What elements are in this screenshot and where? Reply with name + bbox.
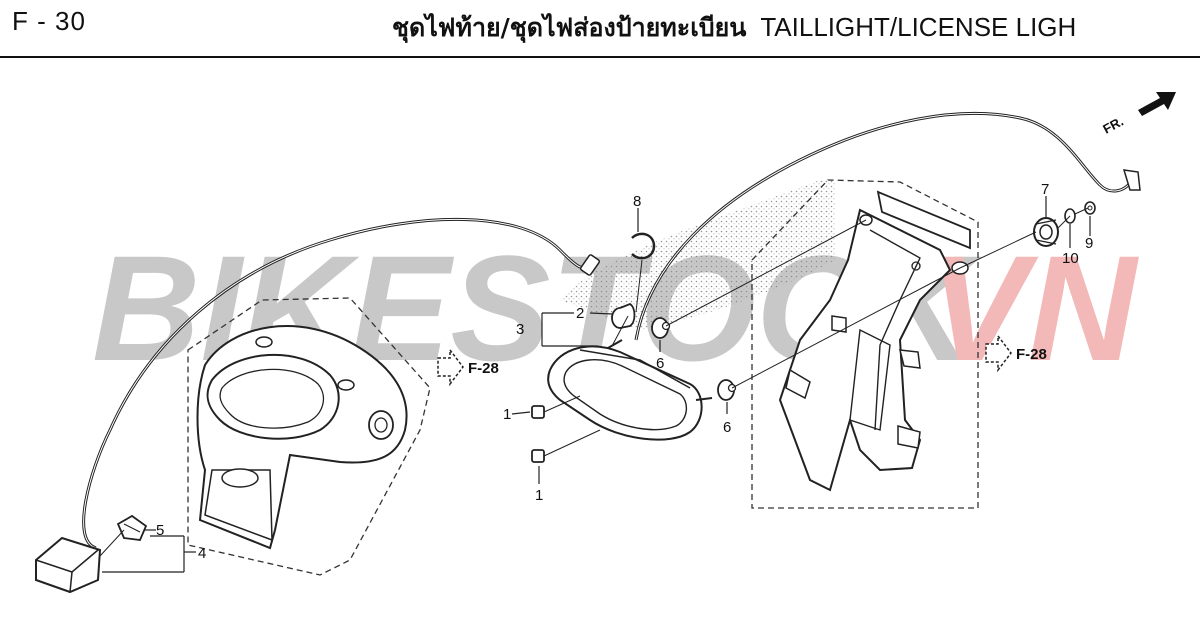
arrow-right-icon [437,347,464,387]
grommet-part-2 [611,302,636,329]
page-title-thai: ชุดไฟท้าย/ชุดไฟส่องป้ายทะเบียน [392,13,747,42]
arrow-right-icon [985,333,1012,373]
callout-9: 9 [1085,235,1093,252]
shadow-stipple-area [560,180,835,330]
reference-right-label: F-28 [1016,346,1047,363]
reference-right[interactable]: F-28 [985,333,1047,373]
callout-6a: 6 [656,355,664,372]
callout-2: 2 [576,305,584,322]
bracket-assembly-outline [751,179,979,509]
nut-part-1b [531,449,545,463]
callout-10: 10 [1062,250,1079,267]
socket-connector-part-4 [35,536,102,594]
circlip-part-8 [631,232,656,260]
callout-7: 7 [1041,181,1049,198]
watermark-text-red: VN [928,224,1139,392]
rubber-mount-part-7 [1033,217,1059,247]
page-title-english: TAILLIGHT/LICENSE LIGH [760,12,1077,42]
callout-5: 5 [156,522,164,539]
nut-part-1a [531,405,545,419]
header-divider [0,56,1200,58]
callout-1b: 1 [535,487,543,504]
wire-end-connector [579,254,601,276]
page-title: ชุดไฟท้าย/ชุดไฟส่องป้ายทะเบียน TAILLIGHT/… [392,8,1076,48]
callout-leader-lines [102,196,1091,573]
rear-cover [196,325,408,550]
page-header: F - 30 ชุดไฟท้าย/ชุดไฟส่องป้ายทะเบียน TAI… [0,0,1200,56]
reference-left[interactable]: F-28 [437,347,499,387]
license-light-bracket [778,190,971,492]
callout-6b: 6 [723,419,731,436]
front-direction-label: FR. [1100,114,1126,137]
callout-8: 8 [633,193,641,210]
bolt-part-9 [1084,201,1096,215]
reference-left-label: F-28 [468,360,499,377]
page-code: F - 30 [12,6,86,36]
callout-4: 4 [198,545,206,562]
front-direction-indicator: FR. [1100,92,1176,137]
alignment-lines [99,207,1089,557]
callout-3: 3 [516,321,524,338]
wire-end-clip [1122,169,1141,191]
cover-assembly-outline [187,297,431,576]
callout-1a: 1 [503,406,511,423]
front-direction-arrow-icon [1138,92,1176,116]
harness-clip-part-5 [116,514,148,541]
